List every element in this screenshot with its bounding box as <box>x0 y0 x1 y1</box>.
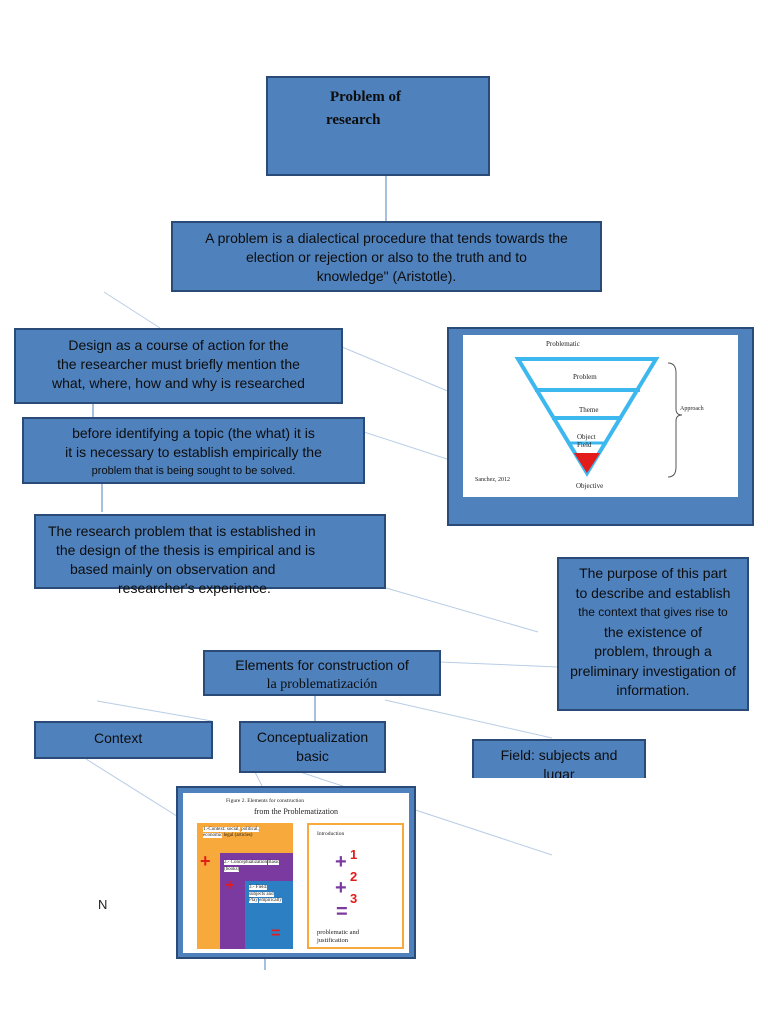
col2-line-1: 2.- Conceptualization <box>224 860 268 865</box>
definition-box: A problem is a dialectical procedure tha… <box>171 221 602 292</box>
field-line-1: Field: subjects and <box>500 747 618 763</box>
col2-label: 2.- Conceptualization Basic (books) <box>224 859 289 873</box>
triangle-level-object: Object <box>577 433 596 441</box>
field-box: Field: subjects and lugar <box>472 739 646 778</box>
equals-sign-2: = <box>336 901 348 923</box>
col1-label: 1.-Context: social, political, economic … <box>203 827 273 839</box>
conceptualization-line-1: Conceptualization <box>256 729 369 745</box>
triangle-tip <box>574 453 600 473</box>
elements-line-1: Elements for construction of <box>235 657 409 673</box>
title-line-2: research <box>326 112 381 128</box>
triangle-figure: Problematic Problem Theme Object Field O… <box>463 335 738 497</box>
result-line-2: justification <box>317 937 349 944</box>
before-identifying-box: before identifying a topic (the what) it… <box>22 417 365 484</box>
col3-line-1: 3.- Field: <box>249 885 268 890</box>
triangle-level-field: Field <box>577 441 592 449</box>
empirical-line-1: The research problem that is established… <box>48 523 316 539</box>
definition-line-1: A problem is a dialectical procedure tha… <box>205 230 568 246</box>
definition-line-3: knowledge" (Aristotle). <box>316 268 457 284</box>
before-line-1: before identifying a topic (the what) it… <box>72 425 315 441</box>
before-line-3: problem that is being sought to be solve… <box>91 465 296 477</box>
design-line-1: Design as a course of action for the <box>68 337 289 353</box>
result-line-1: problematic and <box>317 929 360 936</box>
purpose-line-1: The purpose of this part <box>579 565 727 581</box>
approach-bracket <box>667 362 683 478</box>
before-line-2: it is necessary to establish empirically… <box>65 444 322 460</box>
purpose-line-4: the existence of <box>603 623 703 640</box>
title-line-1: Problem of <box>330 89 401 105</box>
triangle-level-problem: Problem <box>573 373 597 381</box>
triangle-citation: Sanchez, 2012 <box>475 477 510 483</box>
connector-stray-1 <box>103 291 161 329</box>
elements-line-2: la problematización <box>266 677 378 692</box>
connector-design-figure <box>341 346 451 393</box>
elements-construction-box: Elements for construction of la problema… <box>203 650 441 696</box>
triangle-bottom-label: Objective <box>576 482 604 490</box>
col3-line-4: empirically <box>259 898 282 903</box>
purpose-line-3: the context that gives rise to <box>578 605 728 619</box>
purpose-line-5: problem, through a <box>594 643 712 659</box>
empirical-line-3: based mainly on observation and <box>70 561 276 577</box>
empirical-line-4: researcher's experience. <box>118 580 271 596</box>
connector-stray-3 <box>299 771 553 856</box>
purpose-line-7: information. <box>616 682 690 698</box>
inverted-triangle-diagram <box>514 357 683 478</box>
col3-line-2: subjects and <box>249 891 274 897</box>
col1-line-1: 1.-Context: social, <box>203 827 240 832</box>
empirical-problem-box: The research problem that is established… <box>34 514 386 596</box>
col1-line-3: legal (articles) <box>223 833 253 838</box>
empirical-line-2: the design of the thesis is empirical an… <box>56 542 316 558</box>
connector-empirical-purpose <box>385 587 539 633</box>
connector-elements-purpose <box>439 661 559 668</box>
figure-caption-line-1: Figure 2. Elements for construction <box>226 798 305 804</box>
triangle-level-theme: Theme <box>579 406 599 414</box>
context-box: Context <box>34 721 213 759</box>
connector-concept-figure <box>254 771 263 787</box>
plus-sign-2: + <box>225 877 235 894</box>
definition-line-2: election or rejection or also to the tru… <box>246 249 527 265</box>
elements-figure: Figure 2. Elements for construction from… <box>183 793 409 953</box>
conceptualization-line-2: basic <box>296 748 329 764</box>
plus-sign-3: + <box>335 851 347 873</box>
plus-sign-4: + <box>335 877 347 899</box>
design-line-3: what, where, how and why is researched <box>52 375 305 391</box>
number-2: 2 <box>350 869 358 884</box>
connector-before-figure <box>363 431 451 461</box>
purpose-box: The purpose of this part to describe and… <box>557 557 749 711</box>
intro-label: Introduction <box>317 831 345 837</box>
triangle-side-label: Approach <box>680 406 704 412</box>
stray-letter: N <box>98 897 108 912</box>
number-1: 1 <box>350 847 358 862</box>
connector-stray-2 <box>96 700 213 722</box>
purpose-line-6: preliminary investigation of <box>570 662 736 679</box>
col3-line-3: Play <box>249 898 258 903</box>
purpose-line-2: to describe and establish <box>575 584 731 601</box>
design-line-2: the researcher must briefly mention the <box>57 356 300 372</box>
problem-of-research-box: Problem of research <box>266 76 490 176</box>
equals-sign-1: = <box>271 925 281 942</box>
design-box: Design as a course of action for the the… <box>14 328 343 404</box>
number-3: 3 <box>350 891 358 906</box>
context-label: Context <box>94 730 143 746</box>
figure-caption-line-2: from the Problematization <box>254 807 338 816</box>
col3-label: 3.- Field: subjects and Play empirically <box>249 885 283 905</box>
conceptualization-box: Conceptualization basic <box>239 721 386 773</box>
result-panel: Introduction + 1 2 + 3 = problematic and… <box>307 823 404 949</box>
triangle-top-label: Problematic <box>546 340 580 348</box>
plus-sign-1: + <box>200 851 211 871</box>
connector-elements-field <box>384 699 553 739</box>
field-line-2: lugar <box>543 766 575 778</box>
